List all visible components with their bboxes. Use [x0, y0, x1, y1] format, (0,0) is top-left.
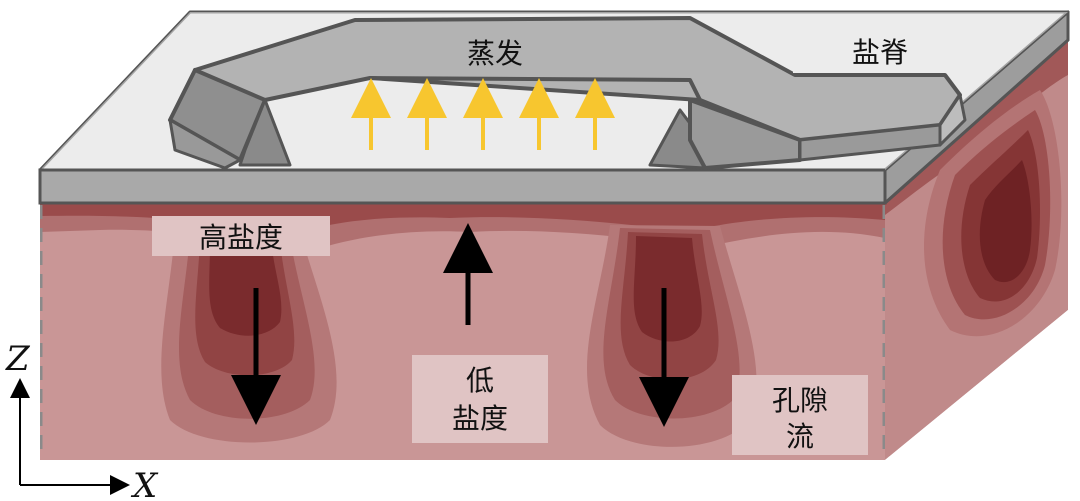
flow-arrows — [231, 223, 689, 427]
label-salt-ridge: 盐脊 — [852, 36, 908, 69]
axis-indicator: Z X — [5, 339, 159, 501]
salt-plume-right — [587, 225, 757, 447]
label-low-salinity-line1: 低 — [466, 364, 494, 397]
label-evaporation: 蒸发 — [467, 37, 523, 70]
soil-block-side — [885, 40, 1068, 460]
axis-z-label: Z — [5, 339, 31, 379]
salt-plume-left — [161, 230, 337, 443]
label-pore-flow-line1: 孔隙 — [772, 384, 828, 417]
label-high-salinity-box — [152, 216, 330, 256]
label-salt-ridge-box — [793, 25, 968, 73]
label-pore-flow-box — [732, 375, 868, 455]
label-low-salinity-box — [412, 355, 548, 443]
salt-plume-side — [923, 90, 1062, 337]
evaporation-arrows — [351, 78, 615, 150]
axis-x-label: X — [130, 466, 159, 501]
label-low-salinity-line2: 盐度 — [452, 402, 508, 435]
label-pore-flow-line2: 流 — [786, 420, 814, 453]
label-high-salinity: 高盐度 — [199, 221, 283, 254]
